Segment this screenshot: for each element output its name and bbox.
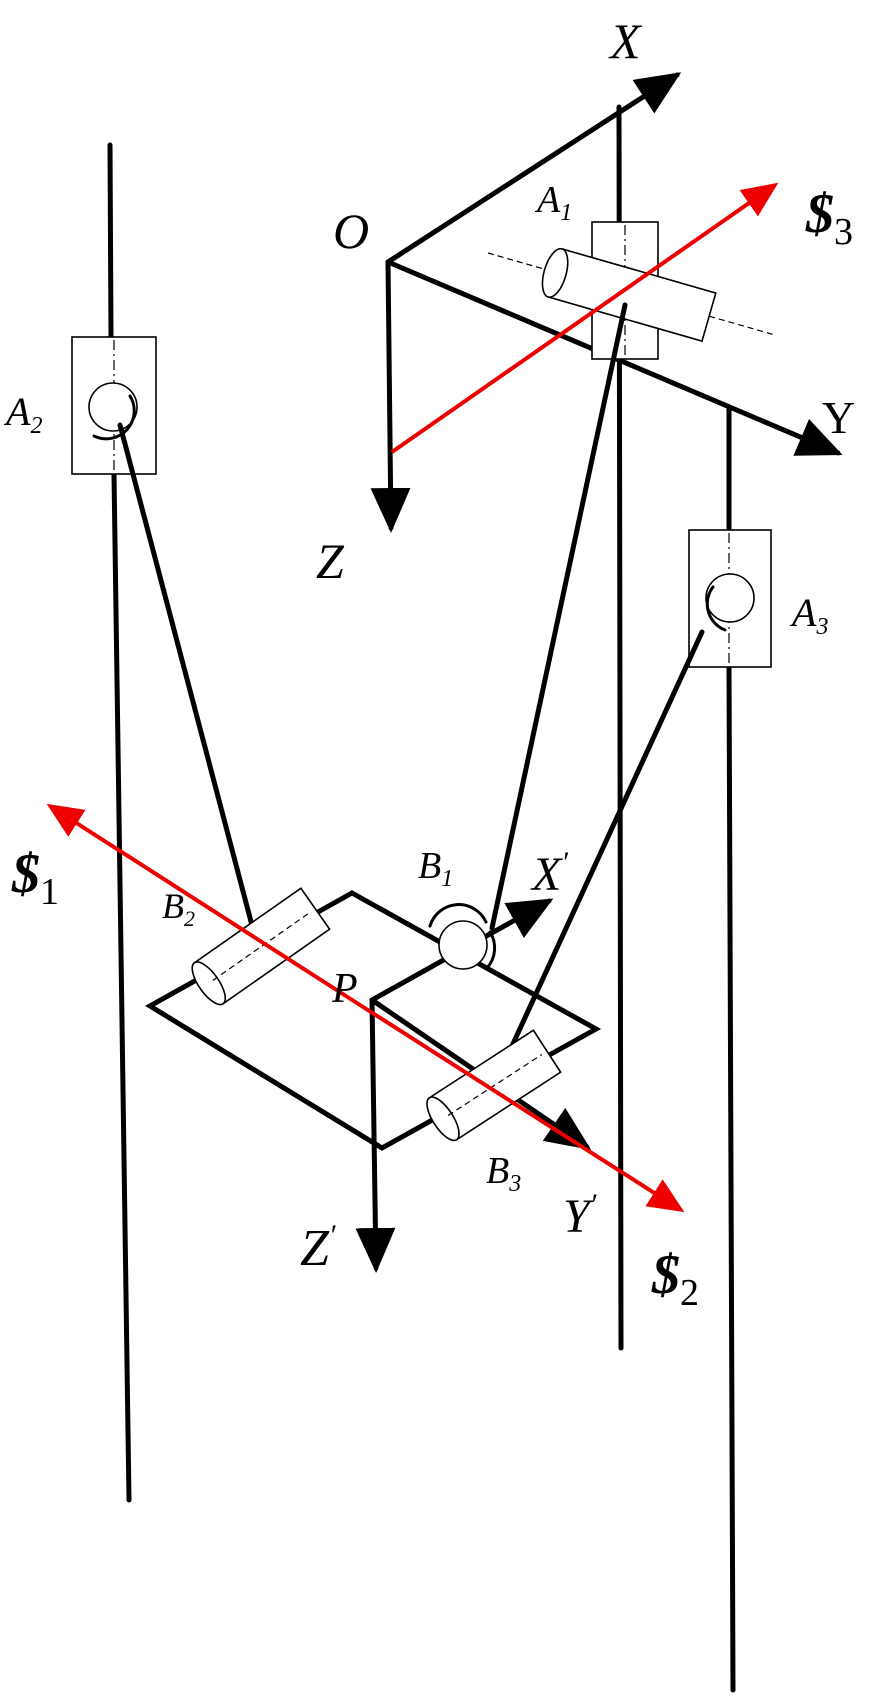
revolute-joint-b2-icon (191, 887, 331, 1006)
leg-1 (489, 302, 628, 931)
screw-axis-3 (390, 182, 779, 454)
base-x-axis (385, 72, 682, 265)
label-origin-o: O (333, 203, 369, 259)
label-x-prime-axis: X′ (530, 846, 568, 901)
rail-2-upper (107, 142, 114, 340)
spherical-joint-a2-icon (88, 382, 138, 441)
spherical-joint-b1-icon (428, 903, 497, 970)
label-joint-a1: A1 (534, 179, 572, 226)
label-joint-b3: B3 (486, 1150, 521, 1197)
rail-3-lower (726, 664, 736, 1693)
revolute-joint-b3-icon (426, 1029, 562, 1142)
label-screw-3: $3 (805, 183, 853, 253)
label-y-axis: Y (822, 392, 855, 443)
label-screw-2: $2 (651, 1244, 699, 1314)
platform-z-axis (355, 997, 396, 1273)
spherical-joint-a3-icon (705, 573, 755, 632)
label-joint-a3: A3 (789, 590, 828, 640)
leg-2 (117, 422, 257, 936)
label-joint-a2: A2 (3, 389, 42, 439)
label-joint-b1: B1 (418, 845, 453, 892)
leg-3 (487, 629, 705, 1097)
revolute-joint-a1-icon (541, 247, 717, 343)
label-screw-1: $1 (11, 843, 59, 913)
base-z-axis (370, 259, 411, 533)
rail-2-lower (111, 471, 132, 1503)
label-y-prime-axis: Y′ (563, 1188, 597, 1243)
label-joint-b2: B2 (162, 886, 195, 931)
screw-axis-2 (358, 1003, 685, 1213)
label-z-prime-axis: Z′ (300, 1219, 336, 1277)
label-z-axis: Z (316, 533, 345, 589)
screw-axis-1 (46, 803, 362, 1007)
label-x-axis: X (608, 13, 643, 69)
label-origin-p: P (331, 966, 358, 1012)
